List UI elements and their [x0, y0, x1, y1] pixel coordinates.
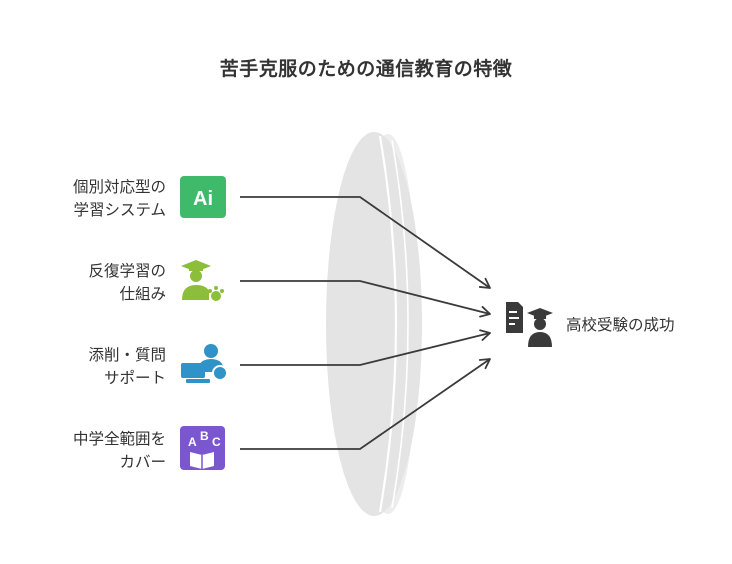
connector-line-2	[240, 280, 491, 318]
svg-text:Ai: Ai	[193, 188, 213, 210]
feature-label-4: 中学全範囲を カバー	[72, 430, 166, 471]
tutor-laptop-icon	[181, 344, 228, 383]
connector-line-4	[240, 358, 491, 450]
abc-book-icon: A B C	[180, 426, 225, 470]
svg-text:B: B	[200, 429, 209, 443]
svg-text:A: A	[188, 435, 197, 449]
connector-lines	[240, 196, 491, 450]
feature-label-3: 添削・質問 サポート	[88, 346, 166, 387]
diagram-title: 苦手克服のための通信教育の特徴	[219, 58, 513, 80]
result-label: 高校受験の成功	[566, 316, 675, 334]
lens-shape	[326, 132, 422, 516]
student-graduate-icon	[181, 260, 224, 301]
svg-text:C: C	[212, 435, 221, 449]
feature-label-2: 反復学習の 仕組み	[88, 262, 166, 303]
feature-label-1: 個別対応型の 学習システム	[72, 178, 166, 219]
exam-graduate-icon	[506, 302, 553, 347]
ai-icon: Ai	[180, 176, 226, 218]
connector-line-1	[240, 196, 491, 289]
connector-line-3	[240, 329, 491, 366]
